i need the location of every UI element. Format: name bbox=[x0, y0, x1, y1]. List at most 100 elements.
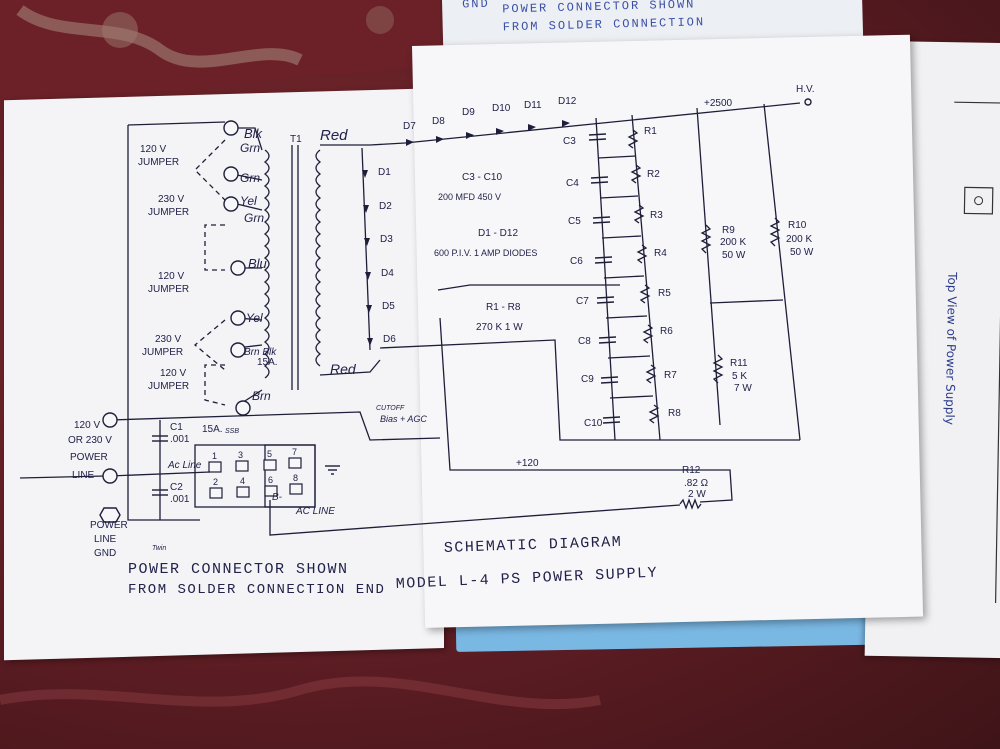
r10-ref: R10 bbox=[788, 220, 807, 231]
side-sheet-sketch bbox=[954, 101, 1000, 604]
res-r2: R2 bbox=[647, 169, 660, 180]
gnd-l3: GND bbox=[94, 548, 116, 559]
pin-3: 3 bbox=[238, 450, 243, 460]
res-r5: R5 bbox=[658, 288, 671, 299]
jumper-5-label: JUMPER bbox=[148, 381, 189, 392]
ac-line-label-2: AC LINE bbox=[295, 506, 335, 517]
tap-blu: Blu bbox=[248, 256, 267, 271]
line-in-v1: 120 V bbox=[74, 420, 100, 431]
line-in-l1: POWER bbox=[70, 452, 108, 463]
diode-note-2: 600 P.I.V. 1 AMP DIODES bbox=[434, 248, 537, 258]
r10-watt: 50 W bbox=[790, 247, 814, 258]
r9-watt: 50 W bbox=[722, 250, 746, 261]
res-r8: R8 bbox=[668, 408, 681, 419]
side-sheet: Top View of Power Supply bbox=[864, 40, 1000, 659]
diode-d2: D2 bbox=[379, 201, 392, 212]
caption-left-line1: POWER CONNECTOR SHOWN bbox=[128, 561, 349, 578]
diode-d12: D12 bbox=[558, 96, 577, 107]
caption-left-line2: FROM SOLDER CONNECTION END bbox=[128, 582, 385, 598]
cutoff-label: CUTOFF bbox=[376, 405, 405, 412]
hv-label: H.V. bbox=[796, 84, 815, 95]
res-note-1: R1 - R8 bbox=[486, 302, 521, 313]
cap-c6: C6 bbox=[570, 256, 583, 267]
jumper-1-voltage: 120 V bbox=[140, 144, 166, 155]
diode-d7: D7 bbox=[403, 121, 416, 132]
diode-d10: D10 bbox=[492, 103, 511, 114]
tap-yel-2: Yel bbox=[246, 311, 263, 325]
cap-c9: C9 bbox=[581, 374, 594, 385]
cap-c8: C8 bbox=[578, 336, 591, 347]
pin-2: 2 bbox=[213, 477, 218, 487]
pin-6: 6 bbox=[268, 475, 273, 485]
plus120-label: +120 bbox=[516, 458, 539, 469]
caption-right-line2: MODEL L-4 PS POWER SUPPLY bbox=[395, 565, 658, 593]
fuse-note: SSB bbox=[225, 428, 239, 435]
r11-watt: 7 W bbox=[734, 383, 752, 394]
res-note-2: 270 K 1 W bbox=[476, 322, 523, 333]
diode-d1: D1 bbox=[378, 167, 391, 178]
cap-c3: C3 bbox=[563, 136, 576, 147]
diode-d3: D3 bbox=[380, 234, 393, 245]
pin-5: 5 bbox=[267, 449, 272, 459]
jumper-2-voltage: 230 V bbox=[158, 194, 184, 205]
secondary-red-top: Red bbox=[320, 127, 348, 144]
fuse-label: 15A. bbox=[257, 357, 278, 368]
diode-d5: D5 bbox=[382, 301, 395, 312]
r9-value: 200 K bbox=[720, 237, 746, 248]
tap-grn-2: Grn bbox=[240, 171, 260, 185]
line-in-v2: OR 230 V bbox=[68, 435, 112, 446]
gnd-l1: POWER bbox=[90, 520, 128, 531]
jumper-4-label: JUMPER bbox=[142, 347, 183, 358]
cap-c5: C5 bbox=[568, 216, 581, 227]
cap-c10: C10 bbox=[584, 418, 603, 429]
res-r4: R4 bbox=[654, 248, 667, 259]
tap-brn-blk: Brn Blk bbox=[244, 347, 277, 358]
diode-d9: D9 bbox=[462, 107, 475, 118]
res-r1: R1 bbox=[644, 126, 657, 137]
plus2500-label: +2500 bbox=[704, 98, 733, 109]
tap-grn-1: Grn bbox=[240, 141, 260, 155]
c1-ref: C1 bbox=[170, 422, 183, 433]
jumper-5-voltage: 120 V bbox=[160, 368, 186, 379]
cap-note-2: 200 MFD 450 V bbox=[438, 192, 501, 202]
fuse-label-2: 15A. bbox=[202, 424, 223, 435]
gnd-l2: LINE bbox=[94, 534, 117, 545]
pin-7: 7 bbox=[292, 447, 297, 457]
cap-c7: C7 bbox=[576, 296, 589, 307]
cap-note-1: C3 - C10 bbox=[462, 172, 502, 183]
cap-c4: C4 bbox=[566, 178, 579, 189]
res-r7: R7 bbox=[664, 370, 677, 381]
tap-blk: Blk bbox=[244, 126, 264, 141]
r9-ref: R9 bbox=[722, 225, 735, 236]
res-r6: R6 bbox=[660, 326, 673, 337]
diode-d11: D11 bbox=[524, 100, 542, 111]
r10-value: 200 K bbox=[786, 234, 812, 245]
twin-label: Twin bbox=[152, 545, 166, 552]
jumper-4-voltage: 230 V bbox=[155, 334, 181, 345]
tap-grn-3: Grn bbox=[244, 211, 264, 225]
diode-d6: D6 bbox=[383, 334, 396, 345]
res-r3: R3 bbox=[650, 210, 663, 221]
diode-note-1: D1 - D12 bbox=[478, 228, 518, 239]
pin-1: 1 bbox=[212, 451, 217, 461]
b-minus-label: B- bbox=[272, 492, 283, 503]
pin-8: 8 bbox=[293, 473, 298, 483]
transformer-ref: T1 bbox=[290, 134, 302, 145]
diode-d4: D4 bbox=[381, 268, 394, 279]
pin-4: 4 bbox=[240, 476, 245, 486]
secondary-red-bottom: Red bbox=[330, 361, 357, 377]
c2-value: .001 bbox=[170, 494, 190, 505]
tap-yel-1: Yel bbox=[240, 194, 257, 208]
jumper-1-label: JUMPER bbox=[138, 157, 179, 168]
tap-brn: Brn bbox=[252, 389, 271, 403]
jumper-3-label: JUMPER bbox=[148, 284, 189, 295]
ac-line-label: Ac Line bbox=[167, 460, 202, 471]
jumper-3-voltage: 120 V bbox=[158, 271, 184, 282]
c2-ref: C2 bbox=[170, 482, 183, 493]
cutoff-bias-label: Bias + AGC bbox=[380, 414, 427, 424]
c1-value: .001 bbox=[170, 434, 190, 445]
r11-ref: R11 bbox=[730, 358, 748, 369]
r12-watt: 2 W bbox=[688, 489, 706, 500]
r12-value: .82 Ω bbox=[684, 478, 709, 489]
